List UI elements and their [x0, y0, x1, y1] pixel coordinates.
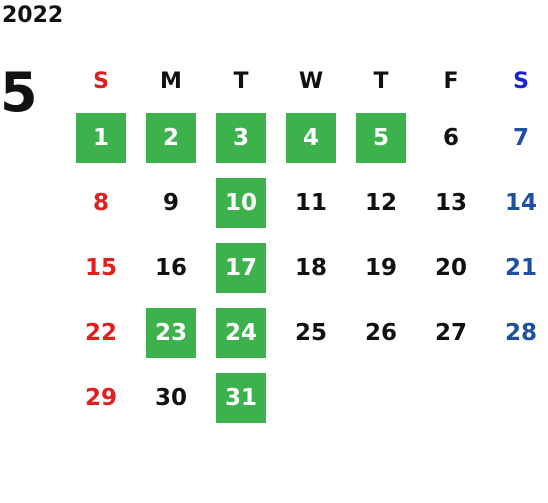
day-cell: 5	[346, 105, 416, 170]
day-cell: 12	[346, 170, 416, 235]
weekday-header-sun: S	[93, 68, 109, 94]
month-number: 5	[0, 61, 38, 124]
year-label: 2022	[2, 3, 64, 28]
day-cell: 22	[66, 300, 136, 365]
day-cell: 1	[66, 105, 136, 170]
day-7[interactable]: 7	[512, 124, 529, 151]
day-1[interactable]: 1	[76, 112, 126, 163]
day-cell: 21	[486, 235, 548, 300]
day-14[interactable]: 14	[504, 189, 537, 216]
day-cell: 18	[276, 235, 346, 300]
day-28[interactable]: 28	[504, 319, 537, 346]
day-cell	[346, 365, 416, 430]
day-cell	[486, 365, 548, 430]
day-24[interactable]: 24	[216, 307, 266, 358]
weekday-header-sat: S	[513, 68, 529, 94]
day-3[interactable]: 3	[216, 112, 266, 163]
day-cell: 17	[206, 235, 276, 300]
day-cell: 9	[136, 170, 206, 235]
week-row: 22 23 24 25 26 27 28	[66, 300, 548, 365]
day-cell: 7	[486, 105, 548, 170]
day-23[interactable]: 23	[146, 307, 196, 358]
day-cell: 2	[136, 105, 206, 170]
day-20[interactable]: 20	[434, 254, 467, 281]
day-8[interactable]: 8	[92, 189, 109, 216]
day-22[interactable]: 22	[84, 319, 117, 346]
day-cell: 16	[136, 235, 206, 300]
day-cell	[416, 365, 486, 430]
day-26[interactable]: 26	[364, 319, 397, 346]
day-cell: 30	[136, 365, 206, 430]
day-cell: 25	[276, 300, 346, 365]
day-11[interactable]: 11	[294, 189, 327, 216]
day-cell: 13	[416, 170, 486, 235]
day-29[interactable]: 29	[84, 384, 117, 411]
day-cell: 27	[416, 300, 486, 365]
day-cell: 3	[206, 105, 276, 170]
day-19[interactable]: 19	[364, 254, 397, 281]
day-cell: 29	[66, 365, 136, 430]
day-4[interactable]: 4	[286, 112, 336, 163]
day-31[interactable]: 31	[216, 372, 266, 423]
weekday-header-thu: T	[373, 68, 389, 94]
day-cell: 15	[66, 235, 136, 300]
day-cell: 6	[416, 105, 486, 170]
day-25[interactable]: 25	[294, 319, 327, 346]
empty-day	[426, 373, 476, 423]
day-10[interactable]: 10	[216, 177, 266, 228]
week-row: 29 30 31	[66, 365, 548, 430]
day-cell: 28	[486, 300, 548, 365]
empty-day	[286, 373, 336, 423]
day-27[interactable]: 27	[434, 319, 467, 346]
weekday-header-mon: M	[160, 68, 182, 94]
day-2[interactable]: 2	[146, 112, 196, 163]
empty-day	[496, 373, 546, 423]
day-cell: 10	[206, 170, 276, 235]
day-cell: 24	[206, 300, 276, 365]
day-6[interactable]: 6	[442, 124, 459, 151]
day-cell: 11	[276, 170, 346, 235]
day-16[interactable]: 16	[154, 254, 187, 281]
weekday-header-fri: F	[443, 68, 459, 94]
day-cell: 31	[206, 365, 276, 430]
weekday-header-tue: T	[233, 68, 249, 94]
day-13[interactable]: 13	[434, 189, 467, 216]
day-cell: 26	[346, 300, 416, 365]
day-cell: 4	[276, 105, 346, 170]
day-cell: 8	[66, 170, 136, 235]
day-12[interactable]: 12	[364, 189, 397, 216]
day-21[interactable]: 21	[504, 254, 537, 281]
day-cell: 19	[346, 235, 416, 300]
day-30[interactable]: 30	[154, 384, 187, 411]
day-9[interactable]: 9	[162, 189, 179, 216]
day-5[interactable]: 5	[356, 112, 406, 163]
day-15[interactable]: 15	[84, 254, 117, 281]
weekday-header-row: S M T W T F S	[66, 57, 548, 105]
day-cell: 23	[136, 300, 206, 365]
day-17[interactable]: 17	[216, 242, 266, 293]
day-cell	[276, 365, 346, 430]
day-cell: 14	[486, 170, 548, 235]
week-row: 8 9 10 11 12 13 14	[66, 170, 548, 235]
empty-day	[356, 373, 406, 423]
day-18[interactable]: 18	[294, 254, 327, 281]
day-cell: 20	[416, 235, 486, 300]
weekday-header-wed: W	[298, 68, 324, 94]
week-row: 15 16 17 18 19 20 21	[66, 235, 548, 300]
